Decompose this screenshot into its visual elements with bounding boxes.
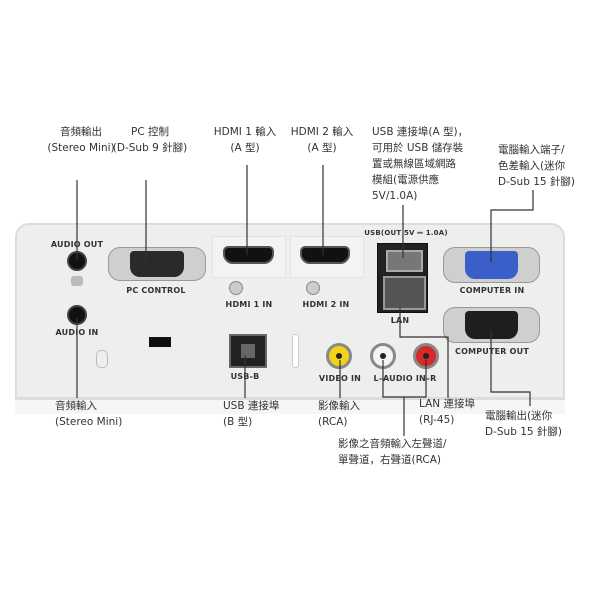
callout-lan: LAN 連接埠(RJ-45) (419, 398, 475, 426)
hdmi1-port (223, 246, 274, 264)
usb-a-port (386, 250, 423, 272)
lan-port (383, 276, 426, 310)
panel-label-computer-in: COMPUTER IN (459, 286, 525, 295)
video-in-rca (326, 343, 352, 369)
panel-lip (15, 399, 565, 414)
panel-label-usb: USB(OUT 5V ⎓ 1.0A) (364, 229, 448, 237)
callout-hdmi1: HDMI 1 輸入(A 型) (213, 126, 277, 154)
hdmi2-port (300, 246, 350, 264)
callout-hdmi2: HDMI 2 輸入(A 型) (290, 126, 354, 154)
panel-label-pc-control: PC CONTROL (126, 286, 186, 295)
usb-lan-block (377, 243, 428, 313)
callout-usb-b: USB 連接埠(B 型) (223, 400, 280, 428)
screw (229, 281, 243, 295)
screw (306, 281, 320, 295)
panel-label-hdmi2: HDMI 2 IN (302, 300, 350, 309)
security-slot (149, 337, 171, 347)
pc-control-db9-port (108, 247, 206, 281)
callout-video-in: 影像輸入(RCA) (318, 400, 360, 428)
panel-label-computer-out: COMPUTER OUT (454, 347, 530, 356)
callout-audio-out: 音頻輸出(Stereo Mini) (47, 126, 115, 154)
jack-divider (71, 276, 83, 286)
callout-audio-lr: 影像之音頻輸入左聲道/單聲道，右聲道(RCA) (338, 438, 447, 466)
usb-b-port (229, 334, 267, 368)
panel-divider (292, 334, 299, 368)
kensington-icon (96, 350, 108, 368)
callout-pc-control: PC 控制(D-Sub 9 針腳) (112, 126, 188, 154)
panel-label-audio-lr: L–AUDIO IN–R (373, 374, 437, 383)
panel-label-hdmi1: HDMI 1 IN (225, 300, 273, 309)
callout-audio-in: 音頻輸入(Stereo Mini) (55, 400, 123, 428)
